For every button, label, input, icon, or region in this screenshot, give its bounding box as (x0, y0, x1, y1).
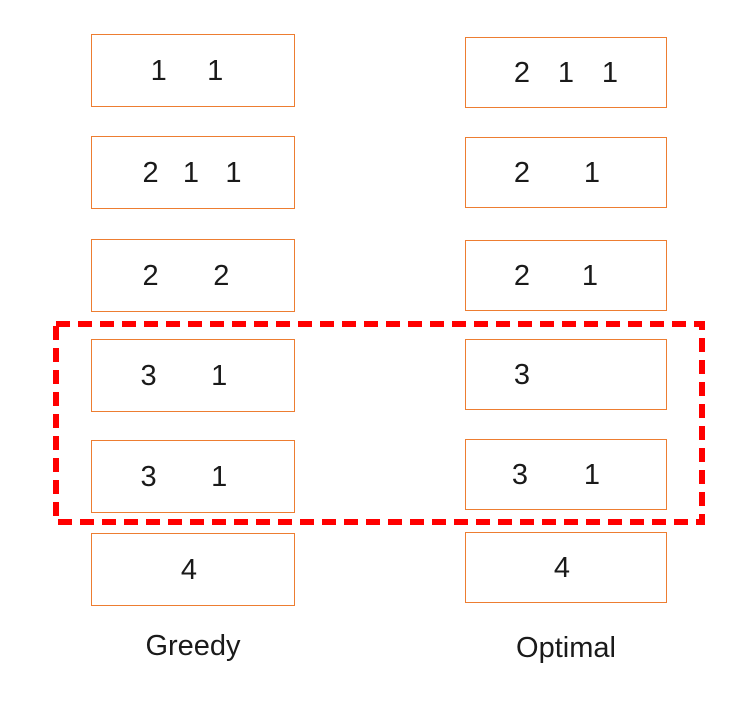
bin-value: 2 (142, 157, 159, 189)
bin-box: 3 (465, 339, 667, 410)
bin-value: 2 (513, 157, 531, 189)
optimal-label: Optimal (516, 632, 616, 664)
bin-value: 3 (140, 461, 157, 493)
bin-value: 2 (213, 260, 230, 292)
bin-box: 4 (465, 532, 667, 603)
bin-value: 4 (553, 552, 571, 584)
bin-value: 1 (583, 157, 601, 189)
bin-value: 1 (211, 360, 228, 392)
bin-value: 1 (207, 55, 224, 87)
bin-value: 3 (140, 360, 157, 392)
bin-value: 1 (225, 157, 242, 189)
bin-value: 1 (150, 55, 167, 87)
bin-value: 2 (513, 57, 531, 89)
bin-value: 2 (513, 260, 531, 292)
bin-value: 4 (180, 554, 198, 586)
bin-value: 1 (581, 260, 599, 292)
bin-value: 1 (601, 57, 619, 89)
bin-box: 4 (91, 533, 295, 606)
bin-value: 1 (557, 57, 575, 89)
bin-value: 2 (142, 260, 159, 292)
greedy-label: Greedy (145, 630, 241, 662)
bin-value: 3 (511, 459, 529, 491)
bin-value: 1 (182, 157, 200, 189)
bin-value: 3 (513, 359, 531, 391)
bin-value: 1 (583, 459, 601, 491)
bin-value: 1 (211, 461, 228, 493)
